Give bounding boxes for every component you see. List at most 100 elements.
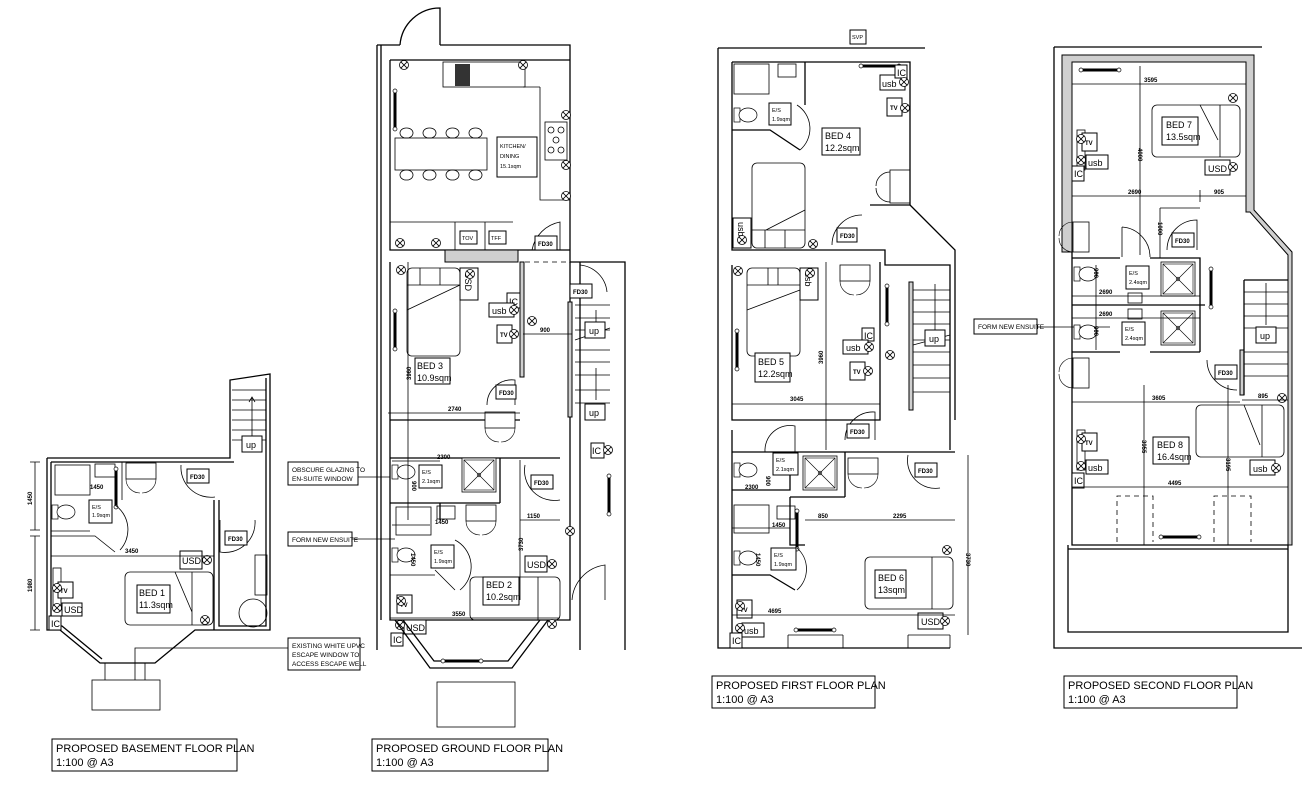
light-icon: [395, 238, 405, 248]
room-name-bed-6: BED 6: [878, 573, 904, 583]
ground-stairs: up up: [567, 301, 611, 421]
radiator-icon: [440, 658, 484, 664]
dimension-label: 850: [818, 514, 829, 520]
plan-title: PROPOSED BASEMENT FLOOR PLAN: [56, 743, 255, 755]
basin-icon: [777, 63, 797, 78]
ic-label: IC: [864, 331, 874, 341]
room-area-bed-1: 11.3sqm: [139, 600, 173, 610]
ensuite-area: 2.4sqm: [1129, 280, 1147, 286]
toilet-icon: [391, 464, 416, 480]
bed: [746, 267, 801, 357]
tv-label: TV: [60, 589, 68, 595]
fire-door-label: FD30: [918, 469, 933, 475]
room-name-bed-7: BED 7: [1166, 120, 1192, 130]
light-icon: [1076, 134, 1086, 144]
basin-icon: [1127, 292, 1143, 304]
ensuite-area: 2.1sqm: [422, 479, 440, 485]
first-title-block: PROPOSED FIRST FLOOR PLAN 1:100 @ A3: [711, 675, 886, 709]
light-icon: [509, 329, 519, 339]
dimension-label: 1450: [90, 485, 104, 491]
usb-label: usb: [744, 626, 759, 636]
radiator-icon: [793, 627, 837, 633]
room-area-bed-8: 16.4sqm: [1157, 452, 1192, 462]
shower-icon: [1160, 261, 1196, 297]
plan-scale: 1:100 @ A3: [56, 757, 114, 769]
radiator-icon: [392, 88, 398, 132]
dimension-label: 4695: [768, 609, 782, 615]
radiator-icon: [1208, 266, 1214, 310]
fire-door-label: FD30: [1218, 371, 1233, 377]
ensuite-area: 2.4sqm: [1125, 336, 1143, 342]
usb-label: usb: [1253, 464, 1268, 474]
dimension-label: 895: [1258, 394, 1269, 400]
bed: [1195, 404, 1285, 458]
tv-label: TV: [1085, 441, 1093, 447]
tv-label: TV: [500, 333, 508, 339]
basin-icon: [776, 505, 796, 520]
light-icon: [561, 110, 571, 120]
usb-label: usb: [882, 79, 897, 89]
stair-up-label: up: [929, 334, 939, 344]
dimension-label: 1450: [28, 491, 34, 505]
light-icon: [603, 445, 613, 455]
radiator-icon: [734, 328, 740, 372]
usb-label: usb: [846, 343, 861, 353]
dimension-label: 1450: [409, 553, 415, 567]
dimension-label: 3730: [964, 553, 970, 567]
room-area-bed-5: 12.2sqm: [758, 369, 793, 379]
light-icon: [1228, 162, 1238, 172]
light-icon: [940, 616, 950, 626]
light-icon: [518, 60, 528, 70]
ic-label: IC: [732, 636, 742, 646]
light-icon: [561, 160, 571, 170]
room-area-bed-4: 12.2sqm: [825, 143, 860, 153]
room-name-kitchen: KITCHEN/: [500, 144, 526, 150]
dimension-label: 3195: [1224, 458, 1230, 472]
dimension-label: 3960: [407, 366, 413, 380]
light-icon: [200, 615, 210, 625]
bed: [406, 267, 461, 357]
room-name-bed-2: BED 2: [486, 580, 512, 590]
plan-scale: 1:100 @ A3: [1068, 694, 1126, 706]
room-name-bed-3: BED 3: [417, 361, 443, 371]
shower-tray: [395, 506, 432, 536]
ensuite-label: E/S: [776, 458, 785, 464]
dimension-label: 1980: [28, 578, 34, 592]
light-icon: [1076, 155, 1086, 165]
stair-up-label: up: [246, 440, 256, 450]
dimension-label: 2690: [1128, 190, 1142, 196]
note-escape-window-2: ESCAPE WINDOW TO: [292, 652, 359, 659]
ic-label: IC: [393, 635, 403, 645]
stair-up-label: up: [589, 408, 599, 418]
light-icon: [735, 623, 745, 633]
usd-label: USD: [921, 617, 941, 627]
dimension-label: 1450: [435, 520, 449, 526]
light-icon: [52, 603, 62, 613]
fire-door-label: FD30: [499, 391, 514, 397]
tv-label: TV: [853, 370, 861, 376]
dimension-label: 900: [410, 481, 416, 492]
usd-label: USD: [1208, 164, 1228, 174]
note-form-ensuite: FORM NEW ENSUITE: [292, 537, 359, 544]
radiator-icon: [392, 308, 398, 352]
second-floor-plan: BED 7 13.5sqm USD TV usb IC FD30 E/S 2.4…: [1053, 46, 1302, 709]
dimension-label: 1150: [527, 514, 541, 520]
tv-label: TV: [400, 603, 408, 609]
light-icon: [733, 266, 743, 276]
basement-floor-plan: up E/S 1.9sqm FD30 FD30 BED 1 11.3sqm US…: [28, 373, 271, 772]
radiator-icon: [1158, 534, 1202, 540]
shower-tray: [733, 504, 770, 534]
dimension-label: 3550: [452, 612, 466, 618]
dimension-label: 1450: [772, 523, 786, 529]
room-name-dining: DINING: [500, 154, 519, 160]
usd-label: USD: [527, 560, 547, 570]
second-title-block: PROPOSED SECOND FLOOR PLAN 1:100 @ A3: [1063, 675, 1253, 709]
light-icon: [431, 238, 441, 248]
dimension-label: 2740: [448, 407, 462, 413]
fire-door-label: FD30: [850, 430, 865, 436]
radiator-icon: [113, 466, 119, 510]
dimension-label: 900: [764, 476, 770, 487]
note-obscure-glazing-2: EN-SUITE WINDOW: [292, 476, 354, 483]
dimension-label: 3960: [819, 350, 825, 364]
